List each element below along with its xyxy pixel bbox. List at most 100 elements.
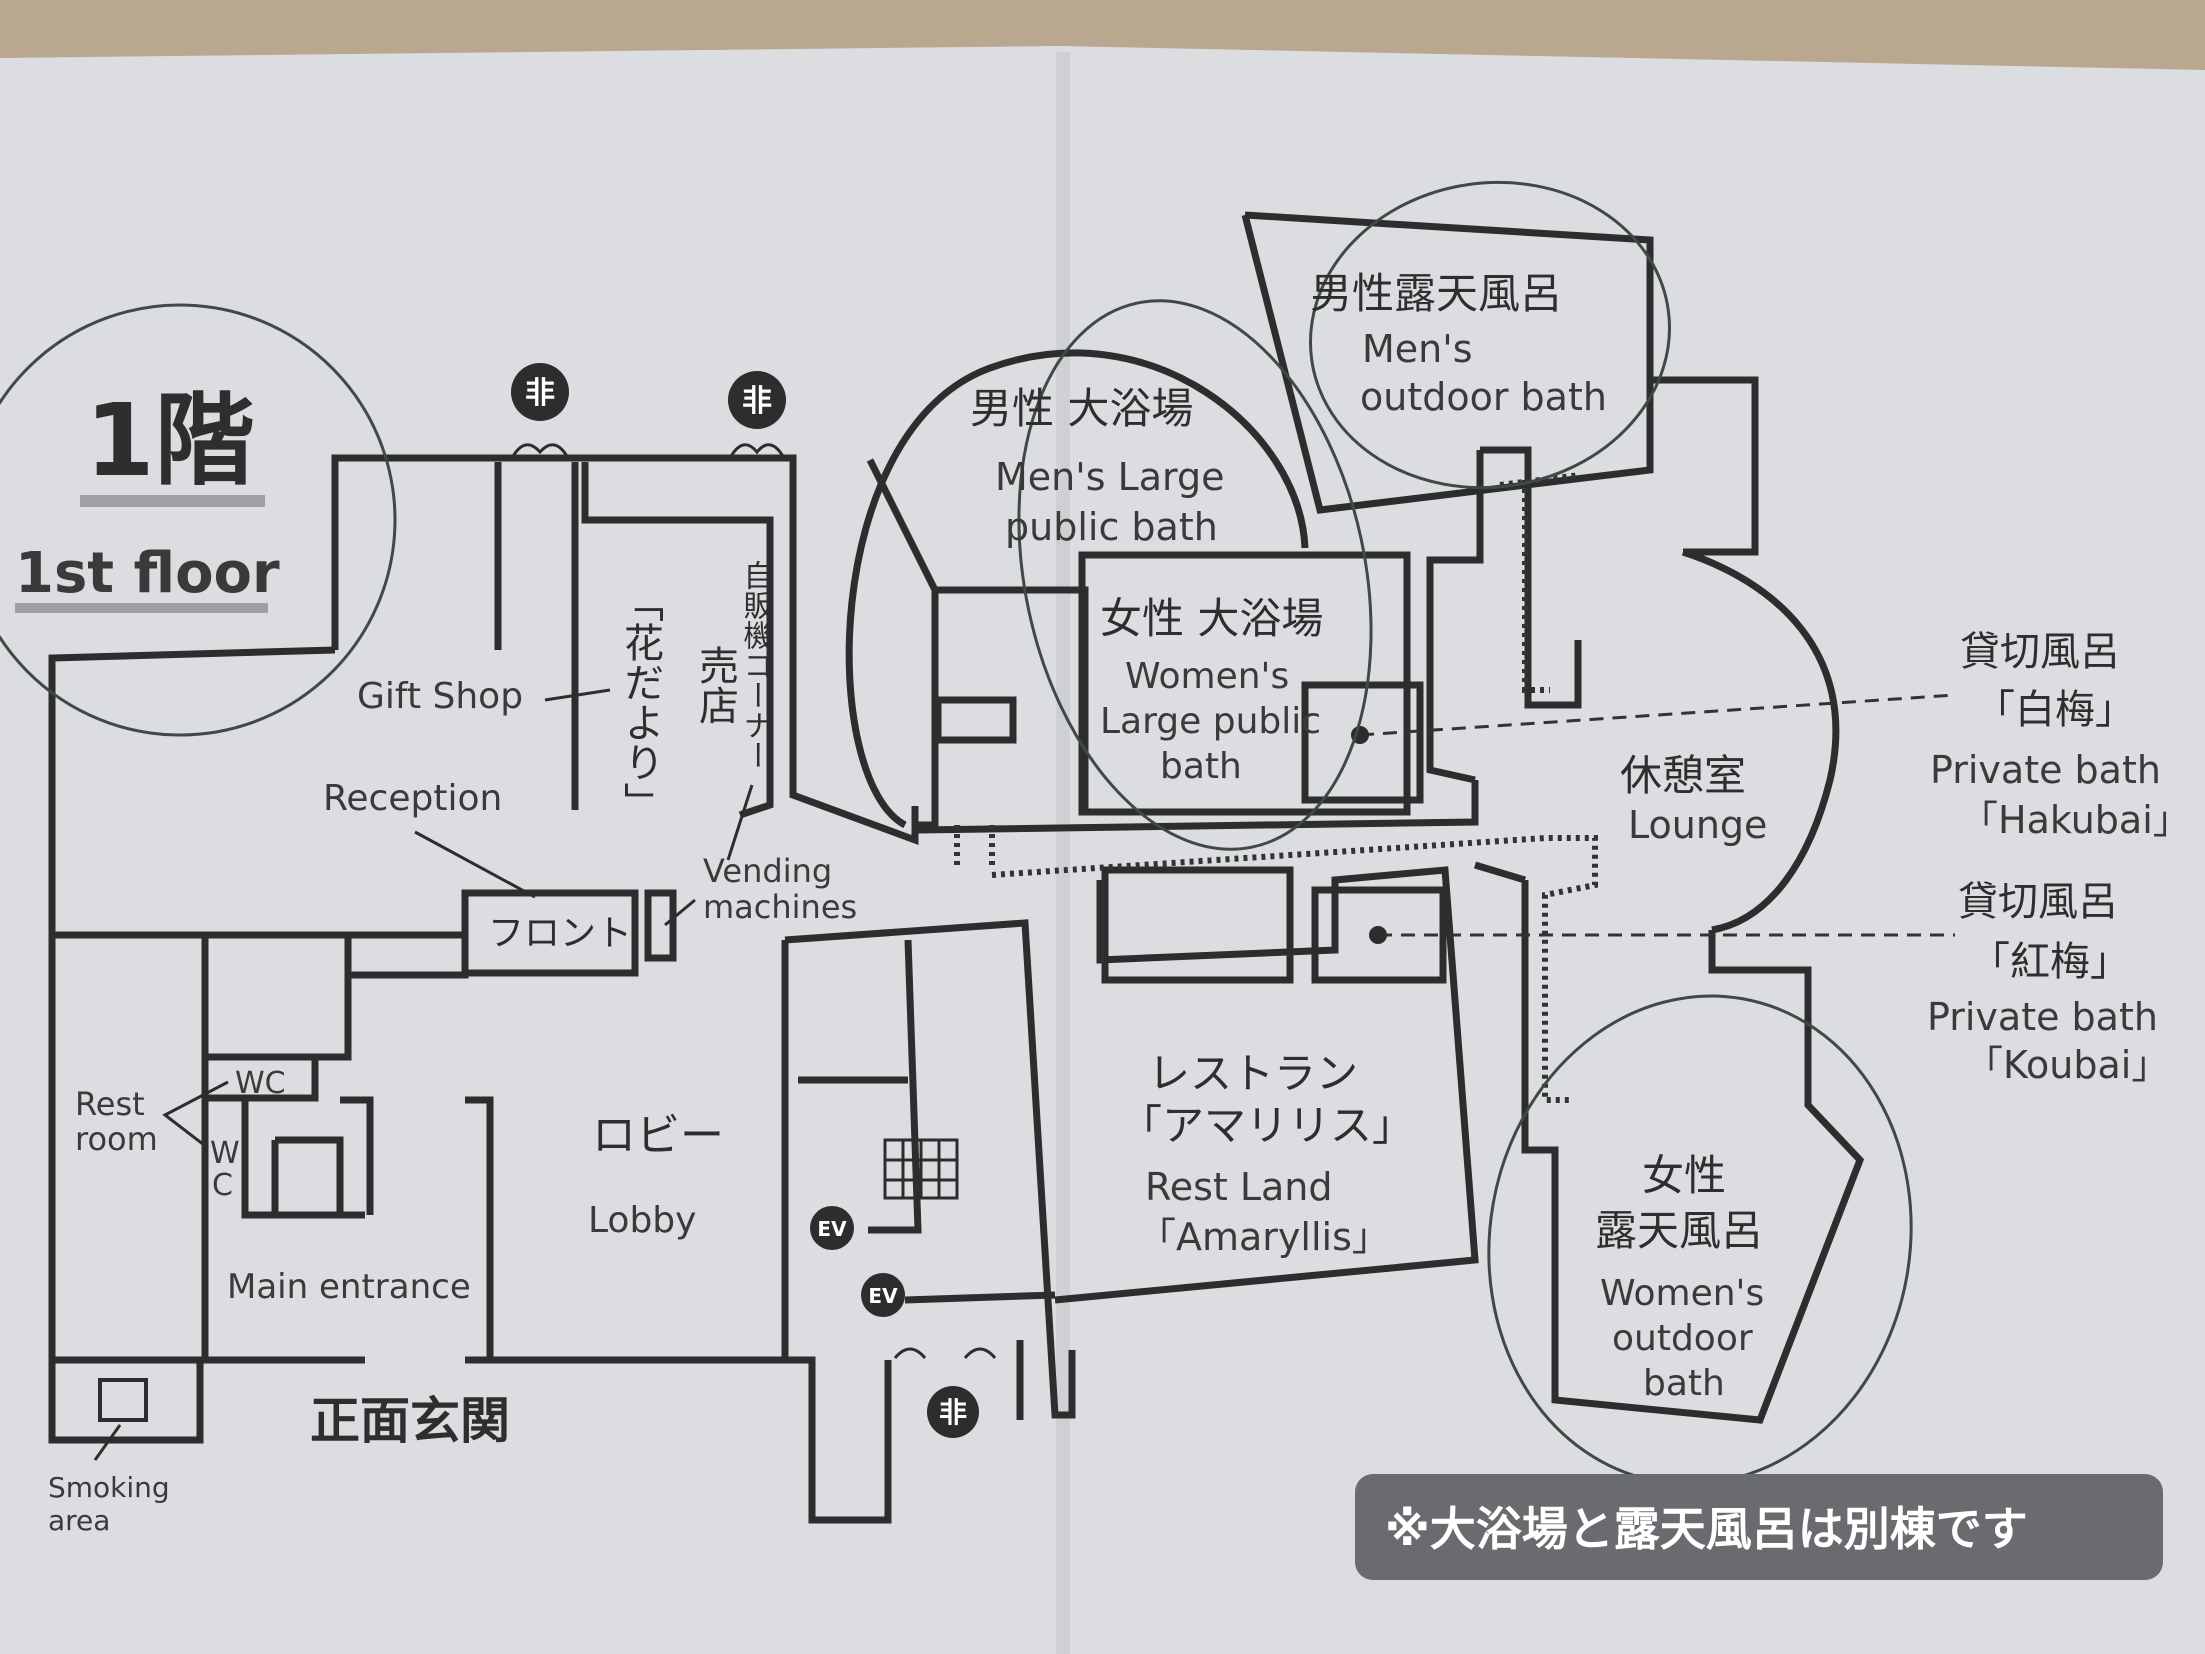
womens-outdoor-wall xyxy=(1521,880,1865,1424)
pen-circle-floor xyxy=(0,303,397,737)
private-bath-koubai-label: Private bath xyxy=(1927,995,2158,1039)
mens-outdoor-bath-label: Men's xyxy=(1362,327,1473,371)
womens-outdoor-bath-jp: 女性 xyxy=(1642,1151,1726,1200)
mens-large-bath-label-2: public bath xyxy=(1005,505,1218,549)
paper-page xyxy=(0,46,2205,1654)
womens-large-bath-label-2: Large public xyxy=(1100,701,1321,742)
path-main-corridor xyxy=(991,835,1598,1103)
page-fold xyxy=(1056,52,1070,1654)
gift-shop-label: Gift Shop xyxy=(357,676,523,717)
womens-outdoor-bath-label: Women's xyxy=(1600,1273,1764,1314)
main-entrance-label: Main entrance xyxy=(227,1267,471,1307)
smoking-area-label-2: area xyxy=(48,1504,110,1537)
stair-wall-2 xyxy=(904,1291,1056,1304)
private-bath-koubai-name: 「Koubai」 xyxy=(1965,1043,2169,1087)
wc-wall-3 xyxy=(271,1136,344,1219)
corridor-wall-4 xyxy=(1473,861,1527,884)
womens-large-bath-label-3: bath xyxy=(1160,746,1242,787)
mens-large-bath-label: Men's Large xyxy=(995,455,1224,499)
emergency-exits xyxy=(511,363,979,1438)
smoking-area-wall xyxy=(48,1360,204,1444)
restaurant-wall xyxy=(1054,866,1479,1304)
gift-shop-jp: 売店 xyxy=(692,645,738,725)
stairs xyxy=(883,1138,959,1200)
exit-label: 非 xyxy=(742,384,772,419)
main-entrance-jp: 正面玄関 xyxy=(310,1392,510,1450)
restaurant-jp: レストラン xyxy=(1148,1049,1358,1098)
private-bath-koubai-jp: 貸切風呂 xyxy=(1958,879,2118,925)
exit-doors xyxy=(510,443,997,1359)
mens-outdoor-bath-jp: 男性露天風呂 xyxy=(1310,269,1562,318)
reception-label: Reception xyxy=(323,778,502,819)
vending-label: Vending xyxy=(703,852,832,890)
pointer-vending xyxy=(726,784,754,861)
ev-label: EV xyxy=(868,1284,898,1308)
lounge-label: Lounge xyxy=(1628,803,1767,847)
leader-lines xyxy=(1359,693,1956,937)
womens-large-bath-jp: 女性 大浴場 xyxy=(1100,594,1323,643)
mens-large-bath-jp: 男性 大浴場 xyxy=(970,384,1193,433)
lobby-label: Lobby xyxy=(588,1200,696,1241)
pointer-gift-shop xyxy=(544,688,611,702)
floor-title-jp: 1階 xyxy=(85,382,255,499)
restaurant-label: Rest Land xyxy=(1145,1165,1333,1209)
reception-desk xyxy=(461,889,639,977)
pen-circles xyxy=(0,180,1913,1486)
exit-label: 非 xyxy=(939,1396,967,1429)
restaurant-label-2: 「Amaryllis」 xyxy=(1138,1215,1390,1259)
smoking-icon-box xyxy=(98,1378,148,1422)
womens-outdoor-bath-label-3: bath xyxy=(1643,1363,1725,1404)
path-lounge-north xyxy=(1522,480,1550,693)
gift-shop-jp-name: 「花だより」 xyxy=(617,582,664,822)
womens-large-bath-label: Women's xyxy=(1125,656,1289,697)
pointer-smoking xyxy=(93,1424,122,1461)
private-bath-hakubai-name-jp: 「白梅」 xyxy=(1975,687,2135,733)
private-bath-hakubai-name: 「Hakubai」 xyxy=(1960,798,2191,842)
restaurant-kitchen xyxy=(1311,886,1447,984)
floor-jp-underline xyxy=(80,495,265,507)
lobby-jp: ロビー xyxy=(592,1110,724,1161)
ev-icon xyxy=(810,1206,854,1250)
bath-inner-2 xyxy=(934,696,1017,744)
lounge-wall xyxy=(1681,548,1840,934)
exit-icon xyxy=(728,371,786,429)
floor-title-en: 1st floor xyxy=(15,541,280,606)
walls xyxy=(48,211,1865,1524)
elevator-block-wall xyxy=(784,919,1076,1419)
pointer-reception xyxy=(414,830,536,899)
label-pointers xyxy=(93,688,754,1461)
exit-icon xyxy=(927,1386,979,1438)
entrance-wall-l xyxy=(340,1096,374,1215)
reception-jp: フロント xyxy=(488,913,632,954)
lounge-jp: 休憩室 xyxy=(1620,751,1746,800)
wc-label-2: W xyxy=(210,1136,240,1171)
exit-icon xyxy=(511,363,569,421)
wall-north xyxy=(331,454,919,846)
koubai-marker xyxy=(1369,926,1387,944)
exit-door-1 xyxy=(510,443,570,459)
floor-en-underline xyxy=(15,603,268,613)
pen-circle-womens-bath xyxy=(1017,299,1373,851)
pen-circle-mens-outdoor xyxy=(1309,180,1671,490)
bath-wall-3 xyxy=(1650,376,1759,556)
corridor-wall-3 xyxy=(1480,446,1582,709)
corridor-wall xyxy=(917,780,1479,834)
womens-outdoor-bath-jp-2: 露天風呂 xyxy=(1595,1206,1763,1255)
mens-bath-wall xyxy=(845,349,1309,829)
ev-label: EV xyxy=(817,1217,847,1241)
exit-label: 非 xyxy=(525,376,555,411)
exit-door-3 xyxy=(893,1347,997,1359)
private-bath-hakubai-label: Private bath xyxy=(1930,748,2161,792)
pointer-rest-room xyxy=(162,1080,229,1150)
ev-icon xyxy=(861,1273,905,1317)
restaurant-jp-name: 「アマリリス」 xyxy=(1120,1101,1414,1150)
vending-jp: 自販機コーナー xyxy=(738,560,774,770)
exit-door-2 xyxy=(728,443,786,459)
vending-label-2: machines xyxy=(703,888,857,926)
corridor-wall-2 xyxy=(1426,450,1484,784)
bath-inner xyxy=(1301,681,1424,804)
rest-room-label-2: room xyxy=(75,1120,158,1158)
entrance-wall-r xyxy=(465,1096,494,1360)
